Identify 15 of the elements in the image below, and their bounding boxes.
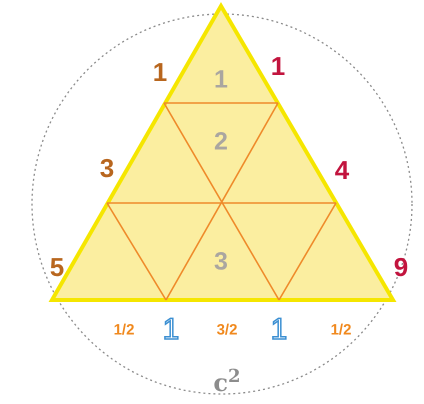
side-number: 9 <box>394 254 408 280</box>
side-number: 3 <box>100 155 114 181</box>
row-number: 1 <box>214 68 228 92</box>
side-number: 1 <box>270 53 286 79</box>
side-number: 4 <box>334 157 350 183</box>
segment-number: 1 <box>270 315 288 345</box>
row-number: 2 <box>214 130 228 154</box>
row-number: 3 <box>214 250 228 274</box>
fraction-label: 1/2 <box>330 322 352 338</box>
segment-number: 1 <box>162 315 180 345</box>
side-number: 5 <box>50 254 64 280</box>
fraction-label: 1/2 <box>114 322 134 338</box>
fraction-label: 3/2 <box>216 322 238 338</box>
side-number: 1 <box>152 59 168 85</box>
circle-label: c$^{2}$ <box>213 371 241 395</box>
